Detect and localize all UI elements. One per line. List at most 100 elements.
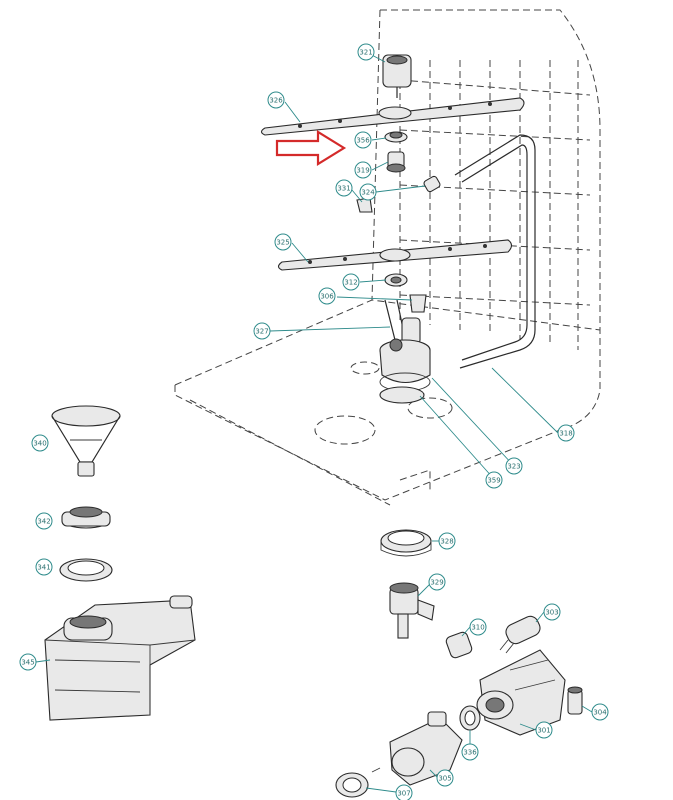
callout-circle	[359, 183, 377, 201]
callout-359: 359	[485, 471, 503, 489]
tub-drain-mark	[350, 361, 380, 375]
callout-label: 318	[559, 430, 572, 438]
nozzle-304	[567, 686, 583, 715]
callout-326: 326	[267, 91, 285, 109]
tub-floor-front	[174, 385, 561, 501]
valve-329	[389, 582, 435, 639]
ring-307	[335, 772, 369, 798]
callout-label: 326	[269, 97, 283, 105]
central-pipe-327	[384, 299, 421, 345]
callout-label: 323	[507, 463, 520, 471]
water-feed-pipe	[454, 134, 536, 369]
filter-ring-328	[380, 529, 432, 557]
callout-342: 342	[35, 512, 53, 530]
callout-label: 310	[471, 624, 484, 632]
tub-filter-mark	[399, 469, 431, 490]
callout-label: 356	[356, 137, 370, 145]
callout-circle	[485, 471, 503, 489]
callout-329: 329	[428, 573, 446, 591]
callout-circle	[335, 179, 353, 197]
callout-label: 340	[33, 440, 46, 448]
callout-circle	[35, 558, 53, 576]
callout-319: 319	[354, 161, 372, 179]
tub-sump-left	[314, 415, 376, 445]
nut-319	[386, 151, 406, 173]
upper-spray-arm	[260, 97, 525, 136]
callout-circle	[253, 322, 271, 340]
callout-label: 359	[487, 477, 500, 485]
callout-356: 356	[354, 131, 372, 149]
callout-circle	[505, 457, 523, 475]
callout-circle	[354, 131, 372, 149]
tub-back-edge	[380, 9, 601, 431]
callout-303: 303	[543, 603, 561, 621]
callout-345: 345	[19, 653, 37, 671]
coupling-310	[445, 631, 473, 659]
callout-label: 345	[21, 659, 34, 667]
callout-312: 312	[342, 273, 360, 291]
callout-306: 306	[318, 287, 336, 305]
callout-circle	[591, 703, 609, 721]
callout-circle	[35, 512, 53, 530]
ring-341	[59, 558, 113, 582]
leader-lines	[35, 51, 593, 793]
callout-label: 327	[255, 328, 268, 336]
callout-label: 304	[593, 709, 607, 717]
callout-circle	[318, 287, 336, 305]
callout-label: 325	[276, 239, 289, 247]
callout-310: 310	[469, 618, 487, 636]
callout-label: 341	[37, 564, 50, 572]
callout-325: 325	[274, 233, 292, 251]
callout-307: 307	[395, 784, 413, 800]
seal-ring-356	[384, 131, 408, 143]
callout-label: 301	[537, 727, 550, 735]
callout-label: 329	[430, 579, 443, 587]
callout-label: 319	[356, 167, 369, 175]
callout-336: 336	[461, 743, 479, 761]
funnel-340	[51, 405, 121, 477]
callout-circle	[354, 161, 372, 179]
callout-circle	[461, 743, 479, 761]
callout-331: 331	[335, 179, 353, 197]
callout-318: 318	[557, 424, 575, 442]
callout-321: 321	[357, 43, 375, 61]
callout-circle	[469, 618, 487, 636]
callout-301: 301	[535, 721, 553, 739]
tub-floor-back	[174, 299, 601, 386]
callout-label: 328	[440, 538, 453, 546]
callout-327: 327	[253, 322, 271, 340]
nozzle-306-upper	[409, 294, 427, 313]
callout-circle	[274, 233, 292, 251]
callout-324: 324	[359, 183, 377, 201]
callout-circle	[395, 784, 413, 800]
callout-circle	[543, 603, 561, 621]
callout-label: 306	[320, 293, 334, 301]
callout-circle	[19, 653, 37, 671]
red-outline-arrow-icon	[275, 130, 347, 166]
bearing-312	[384, 273, 408, 287]
callout-circle	[342, 273, 360, 291]
callout-328: 328	[438, 532, 456, 550]
tub-sump-right	[407, 397, 453, 419]
lower-spray-arm	[277, 239, 513, 271]
callout-341: 341	[35, 558, 53, 576]
callout-label: 305	[438, 775, 451, 783]
drain-pump-305	[371, 711, 463, 786]
callout-323: 323	[505, 457, 523, 475]
nozzle-324	[423, 175, 441, 193]
callout-304: 304	[591, 703, 609, 721]
callout-circle	[357, 43, 375, 61]
callout-305: 305	[436, 769, 454, 787]
callout-label: 336	[463, 749, 477, 757]
callout-circle	[438, 532, 456, 550]
callout-circle	[31, 434, 49, 452]
callout-circle	[428, 573, 446, 591]
callout-circle	[535, 721, 553, 739]
callout-label: 312	[344, 279, 357, 287]
callout-group: 321 326 356 319 331 324 325 312 306 327 318 323 359 3…	[19, 43, 609, 800]
gasket-336	[459, 705, 481, 731]
capacitor-303	[499, 615, 541, 654]
callout-label: 331	[337, 185, 350, 193]
